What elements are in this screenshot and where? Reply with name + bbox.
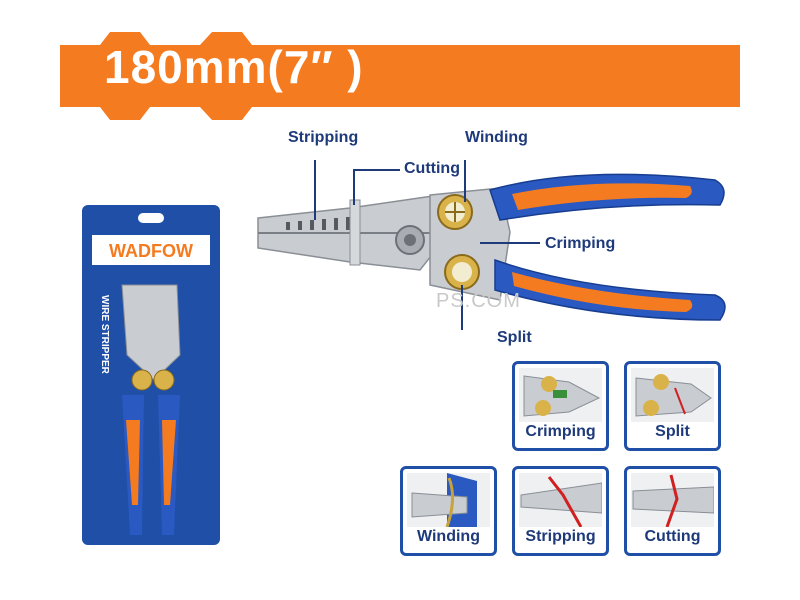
label-split: Split — [497, 329, 532, 346]
banner-shape — [60, 32, 740, 120]
function-card-cutting: Cutting — [624, 466, 721, 556]
wire-stripper-illustration — [257, 160, 726, 330]
label-winding: Winding — [465, 129, 528, 146]
function-card-label: Crimping — [525, 423, 596, 440]
winding-photo-icon — [407, 473, 490, 527]
label-cutting: Cutting — [404, 160, 460, 177]
function-card-label: Split — [655, 423, 690, 440]
brand-logo: WADFOW — [109, 241, 193, 261]
cutting-photo-icon — [631, 473, 714, 527]
label-crimping: Crimping — [545, 235, 616, 252]
function-card-label: Stripping — [525, 528, 596, 545]
function-card-label: Winding — [417, 528, 480, 545]
package-card: WADFOW WIRE STRIPPER — [82, 205, 220, 545]
watermark: PS.COM — [436, 290, 521, 312]
function-card-split: Split — [624, 361, 721, 451]
stripping-photo-icon — [519, 473, 602, 527]
size-title: 180mm(7″ ) — [104, 41, 364, 93]
header-banner: 180mm(7″ ) — [0, 0, 800, 130]
label-stripping: Stripping — [288, 129, 359, 146]
package-product-label: WIRE STRIPPER — [99, 295, 110, 375]
function-card-label: Cutting — [644, 528, 701, 545]
split-photo-icon — [631, 368, 714, 422]
crimping-photo-icon — [519, 368, 602, 422]
function-card-crimping: Crimping — [512, 361, 609, 451]
function-card-stripping: Stripping — [512, 466, 609, 556]
function-card-winding: Winding — [400, 466, 497, 556]
